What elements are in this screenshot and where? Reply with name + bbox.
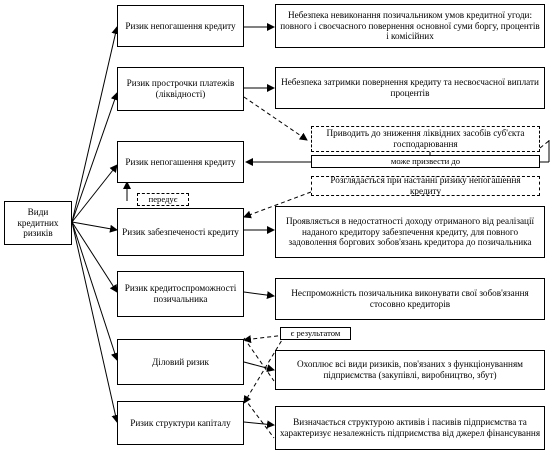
liquidity-note-box: Приводить до зниження ліквідних засобів … [311, 126, 540, 152]
description-box: Небезпека затримки повернення кредиту та… [275, 67, 545, 109]
risk-box: Ризик прострочки платежів (ліквідності) [117, 67, 244, 111]
connector [71, 164, 118, 223]
connector [71, 221, 120, 423]
risk-box: Ризик непогашення кредиту [117, 141, 244, 183]
connector [243, 420, 275, 429]
dashed-connector [243, 334, 286, 344]
as-result-label: є результатом [280, 327, 351, 340]
description-box: Небезпека невиконання позичальником умов… [275, 4, 545, 48]
description-box: Визначається структурою активів і пасиві… [275, 406, 545, 450]
risk-box: Ризик забезпеченості кредиту [117, 208, 244, 256]
risk-box: Ризик кредитоспроможності позичальника [117, 271, 244, 317]
risk-box: Ризик непогашення кредиту [117, 5, 244, 47]
description-box: Проявляється в недостатності доходу отри… [275, 206, 545, 258]
considered-note-box: Розглядається при настанні ризику непога… [311, 175, 540, 196]
connector [71, 221, 118, 233]
risk-box: Діловий ризик [117, 339, 244, 385]
dashed-connector [243, 334, 286, 404]
connector [71, 221, 118, 293]
dashed-connector [243, 397, 275, 439]
dashed-connector [243, 191, 312, 219]
description-box: Охоплює всі види ризиків, пов'язаних з ф… [275, 350, 545, 390]
connector [71, 221, 119, 361]
connector [243, 361, 275, 373]
description-box: Неспроможність позичальника виконувати с… [275, 278, 545, 320]
precedes-label: передує [137, 193, 189, 206]
risk-box: Ризик структури капіталу [117, 401, 244, 445]
dashed-connector [243, 337, 275, 382]
connector [243, 291, 275, 300]
dashed-connector [539, 139, 551, 149]
may-lead-label: може призвести до [311, 155, 540, 168]
dashed-connector [243, 96, 308, 141]
connector [71, 92, 119, 223]
connector [71, 26, 120, 223]
root-box: Види кредитних ризиків [4, 201, 72, 245]
